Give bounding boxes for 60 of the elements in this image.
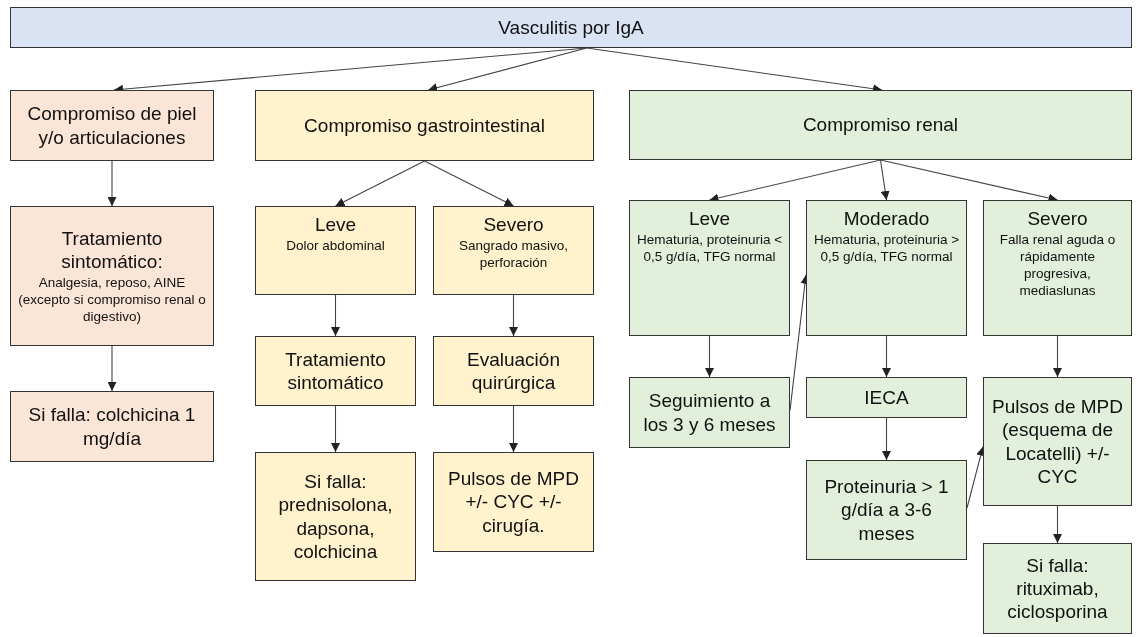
arrow <box>882 335 891 378</box>
box-description: Hematuria, proteinuria < 0,5 g/día, TFG normal <box>636 232 783 266</box>
arrow <box>331 294 340 337</box>
box-heading: Severo <box>1027 207 1088 231</box>
arrow <box>509 294 518 337</box>
arrow <box>331 405 340 453</box>
box-description: Falla renal aguda o rápidamente progresiva, mediaslunas <box>998 232 1117 300</box>
box-heading: Compromiso de piel y/o articulaciones <box>26 102 198 149</box>
process-box <box>10 391 214 462</box>
process-box <box>629 377 790 448</box>
box-heading: Severo <box>483 213 544 237</box>
box-heading: Tratamiento sintomático: <box>60 226 164 273</box>
process-box <box>10 90 214 161</box>
box-heading: IECA <box>864 385 909 410</box>
arrow <box>1053 505 1062 544</box>
arrow <box>879 159 890 201</box>
process-box <box>983 200 1132 336</box>
process-box <box>806 200 967 336</box>
box-heading: Si falla: colchicina 1 mg/día <box>27 403 197 450</box>
title-banner <box>10 7 1132 48</box>
box-heading: Si falla: rituximab, ciclosporina <box>1006 553 1109 624</box>
process-box <box>983 543 1132 634</box>
box-heading: Leve <box>314 213 357 237</box>
box-heading: Pulsos de MPD (esquema de Locatelli) +/- CYC <box>991 395 1124 488</box>
box-heading: Seguimiento a los 3 y 6 meses <box>642 389 777 436</box>
process-box <box>255 452 416 581</box>
process-box <box>806 377 967 418</box>
box-heading: Compromiso gastrointestinal <box>304 113 545 138</box>
arrow <box>107 160 117 207</box>
arrow <box>334 160 426 207</box>
box-heading: Vasculitis por IgA <box>498 15 644 40</box>
arrow <box>423 160 515 207</box>
arrow <box>509 405 518 453</box>
box-heading: Leve <box>688 207 731 231</box>
process-box <box>10 206 214 346</box>
box-description: Sangrado masivo, perforación <box>458 238 569 272</box>
process-box <box>629 90 1132 160</box>
process-box <box>629 200 790 336</box>
box-heading: Proteinuria > 1 g/día a 3-6 meses <box>823 475 950 545</box>
box-heading: Evaluación quirúrgica <box>466 347 561 395</box>
box-description: Hematuria, proteinuria > 0,5 g/día, TFG normal <box>813 232 960 266</box>
process-box <box>433 336 594 406</box>
box-description: Dolor abdominal <box>286 238 385 256</box>
process-box <box>255 206 416 295</box>
arrow <box>1053 335 1062 378</box>
box-heading: Compromiso renal <box>802 113 959 137</box>
process-box <box>255 90 594 161</box>
arrow <box>107 345 117 392</box>
box-heading: Si falla: prednisolona, dapsona, colchicina <box>277 470 394 563</box>
box-heading: Tratamiento sintomático <box>284 347 387 395</box>
arrow <box>882 417 891 461</box>
process-box <box>255 336 416 406</box>
process-box <box>433 206 594 295</box>
process-box <box>433 452 594 552</box>
box-description: Analgesia, reposo, AINE (excepto si compromiso renal o digestivo) <box>17 274 207 326</box>
process-box <box>983 377 1132 506</box>
box-heading: Moderado <box>843 207 930 231</box>
arrow <box>705 335 714 378</box>
process-box <box>806 460 967 560</box>
box-heading: Pulsos de MPD +/- CYC +/- cirugía. <box>447 467 580 537</box>
